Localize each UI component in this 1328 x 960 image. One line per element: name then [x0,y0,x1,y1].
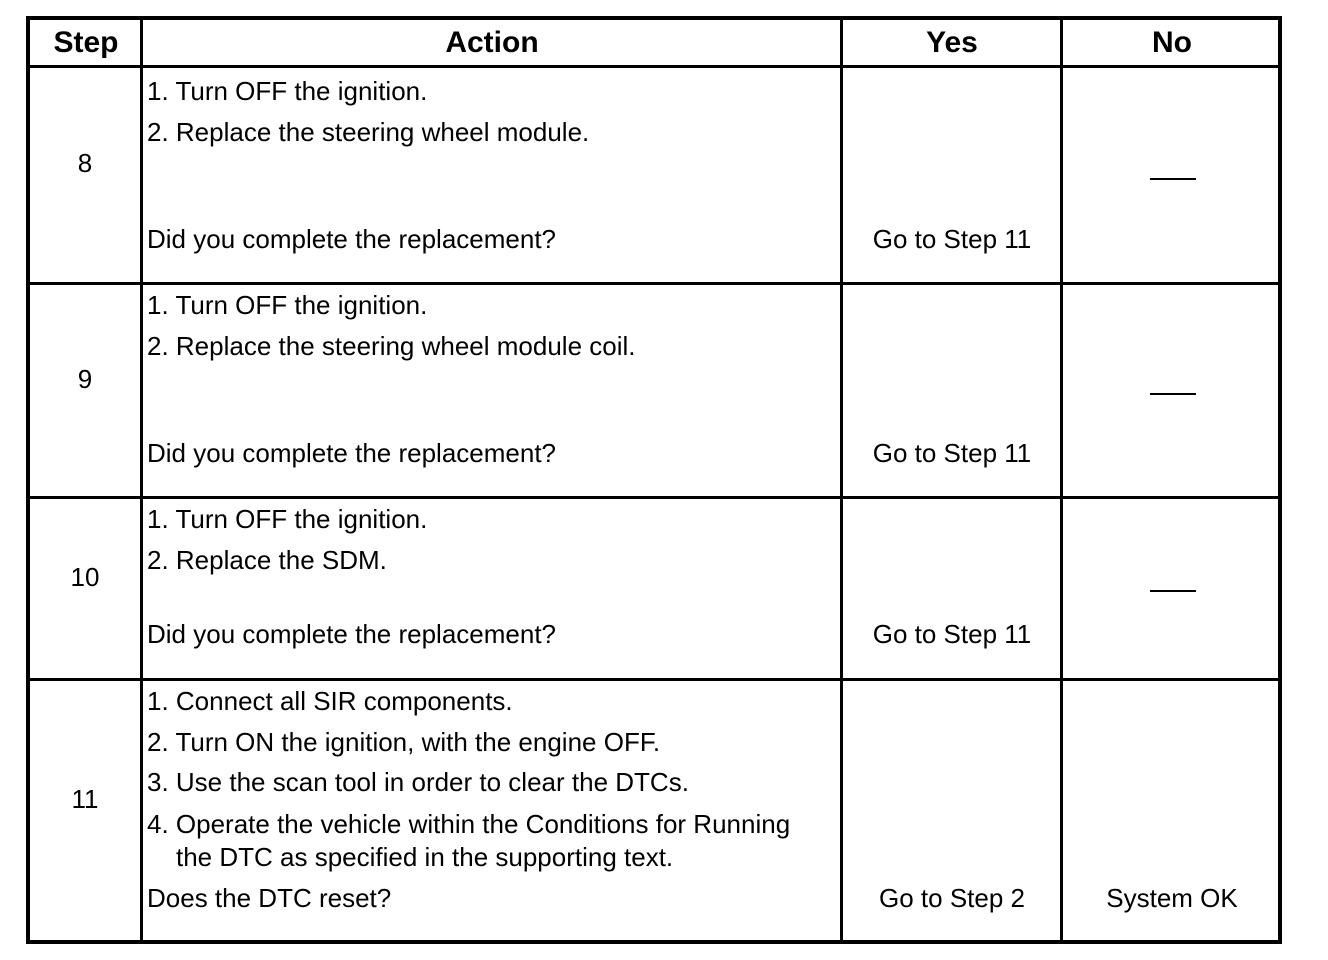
action-line: 2. Turn ON the ignition, with the engine… [147,727,661,757]
step-number: 11 [71,784,99,814]
header-yes: Yes [842,20,1062,68]
action-question: Does the DTC reset? [147,883,392,913]
no-result-dash [1150,178,1196,180]
column-divider [840,20,843,940]
header-no: No [1062,20,1282,68]
no-result-dash [1150,393,1196,395]
action-line: 1. Turn OFF the ignition. [147,76,428,106]
action-question: Did you complete the replacement? [147,438,557,468]
action-line: 2. Replace the steering wheel module coi… [147,331,636,361]
yes-result: Go to Step 11 [872,224,1032,254]
yes-result: Go to Step 11 [872,438,1032,468]
table-row: 11 1. Connect all SIR components. 2. Tur… [30,678,1278,940]
yes-result: Go to Step 2 [879,883,1025,913]
column-divider [1060,20,1063,940]
action-line: 1. Connect all SIR components. [147,686,513,716]
action-line: 2. Replace the SDM. [147,545,387,575]
no-result-dash [1150,590,1196,592]
row-divider [30,496,1278,499]
row-divider [30,678,1278,681]
step-number: 9 [77,364,93,394]
action-line: 2. Replace the steering wheel module. [147,117,590,147]
action-line: 1. Turn OFF the ignition. [147,504,428,534]
no-result: System OK [1106,883,1238,913]
action-line: 4. Operate the vehicle within the Condit… [147,809,791,839]
action-question: Did you complete the replacement? [147,224,557,254]
row-divider [30,282,1278,285]
action-line: 1. Turn OFF the ignition. [147,290,428,320]
step-number: 10 [70,562,100,592]
table-row: 10 1. Turn OFF the ignition. 2. Replace … [30,496,1278,678]
diagnostic-table: Step Action Yes No 8 1. Turn OFF the ign… [26,16,1282,944]
table-row: 9 1. Turn OFF the ignition. 2. Replace t… [30,282,1278,496]
header-action: Action [142,20,842,68]
header-step: Step [30,20,142,68]
column-divider [140,20,143,940]
action-question: Did you complete the replacement? [147,619,557,649]
action-line: 3. Use the scan tool in order to clear t… [147,767,689,797]
table-row: 8 1. Turn OFF the ignition. 2. Replace t… [30,68,1278,282]
action-line: the DTC as specified in the supporting t… [176,842,674,872]
step-number: 8 [77,148,93,178]
yes-result: Go to Step 11 [872,619,1032,649]
